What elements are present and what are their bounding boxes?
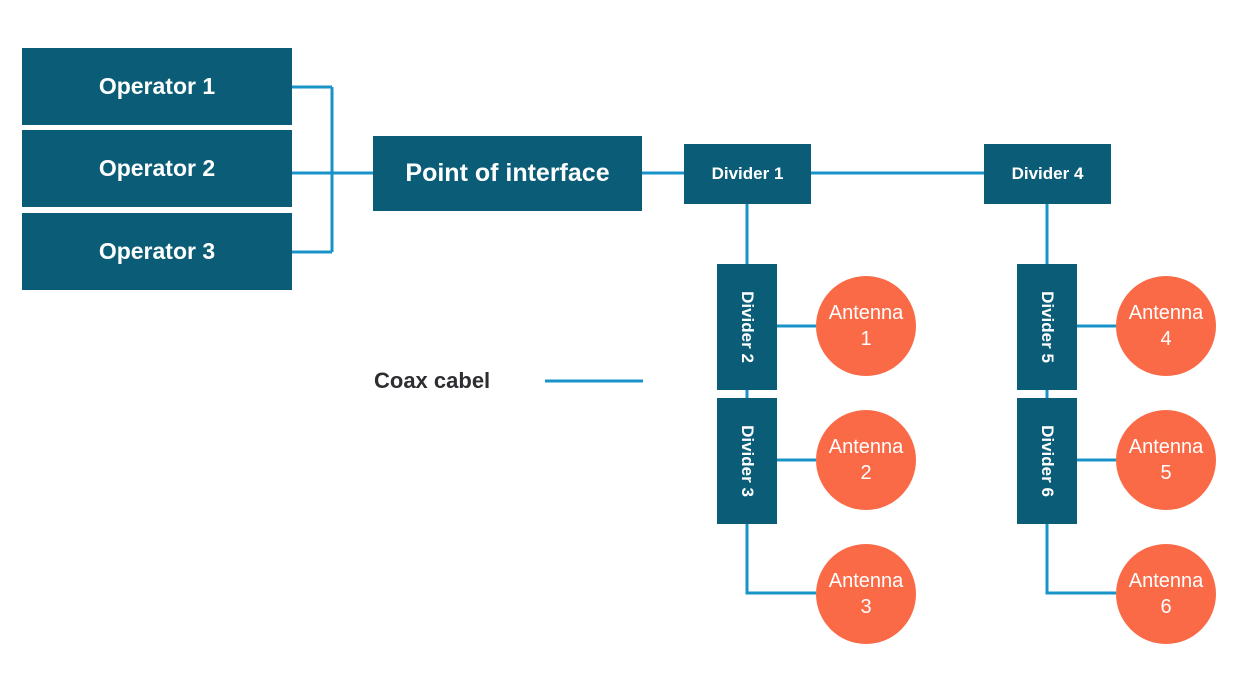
wire-divider6-antenna6 xyxy=(1045,524,1116,595)
node-antenna-3: Antenna 3 xyxy=(816,544,916,644)
divider-3-label: Divider 3 xyxy=(738,425,757,497)
node-antenna-4: Antenna 4 xyxy=(1116,276,1216,376)
node-operator-1: Operator 1 xyxy=(22,48,292,125)
antenna-4-number: 4 xyxy=(1160,328,1172,350)
coax-cable-label: Coax cabel xyxy=(374,368,491,393)
node-divider-3: Divider 3 xyxy=(717,398,777,524)
antenna-6-number: 6 xyxy=(1160,596,1172,618)
antenna-2-word: Antenna xyxy=(828,436,904,458)
node-operator-2: Operator 2 xyxy=(22,130,292,207)
node-divider-5: Divider 5 xyxy=(1017,264,1077,390)
divider-4-label: Divider 4 xyxy=(1011,164,1084,183)
antenna-5-word: Antenna xyxy=(1128,436,1204,458)
node-divider-6: Divider 6 xyxy=(1017,398,1077,524)
node-antenna-5: Antenna 5 xyxy=(1116,410,1216,510)
divider-5-label: Divider 5 xyxy=(1038,291,1057,363)
antenna-1-word: Antenna xyxy=(828,302,904,324)
node-operator-3: Operator 3 xyxy=(22,213,292,290)
antenna-6-word: Antenna xyxy=(1128,570,1204,592)
antenna-3-word: Antenna xyxy=(828,570,904,592)
antenna-2-number: 2 xyxy=(860,462,872,484)
node-divider-1: Divider 1 xyxy=(684,144,811,204)
divider-2-label: Divider 2 xyxy=(738,291,757,363)
node-divider-2: Divider 2 xyxy=(717,264,777,390)
node-divider-4: Divider 4 xyxy=(984,144,1111,204)
divider-6-label: Divider 6 xyxy=(1038,425,1057,497)
operator-3-label: Operator 3 xyxy=(98,238,216,264)
point-of-interface-label: Point of interface xyxy=(405,159,610,187)
antenna-3-number: 3 xyxy=(860,596,872,618)
wire-divider3-antenna3 xyxy=(745,524,816,595)
node-point-of-interface: Point of interface xyxy=(373,136,642,211)
operator-2-label: Operator 2 xyxy=(98,155,216,181)
divider-1-label: Divider 1 xyxy=(711,164,784,183)
node-antenna-2: Antenna 2 xyxy=(816,410,916,510)
antenna-1-number: 1 xyxy=(860,328,872,350)
antenna-5-number: 5 xyxy=(1160,462,1172,484)
node-antenna-6: Antenna 6 xyxy=(1116,544,1216,644)
antenna-4-word: Antenna xyxy=(1128,302,1204,324)
operator-1-label: Operator 1 xyxy=(98,73,216,99)
node-antenna-1: Antenna 1 xyxy=(816,276,916,376)
